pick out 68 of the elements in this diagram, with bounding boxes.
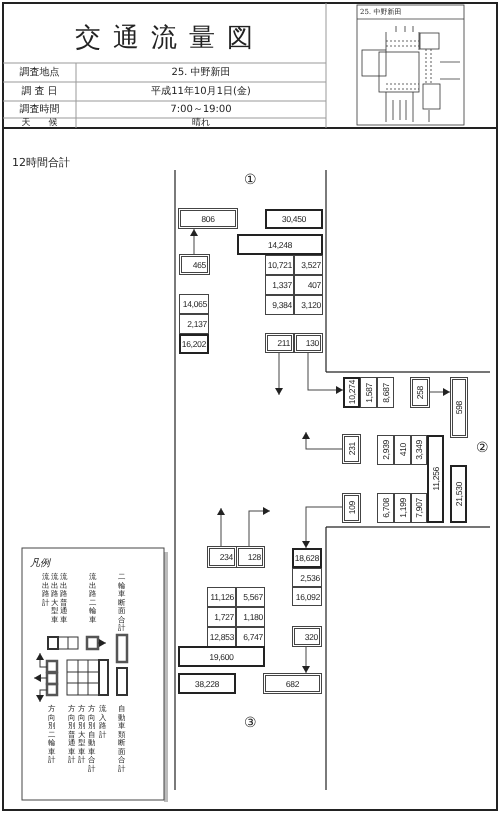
arrow <box>302 506 342 548</box>
approach-number: ① <box>244 172 257 188</box>
table-value: 平成11年10月1日(金) <box>150 84 252 99</box>
count-box: 806 <box>178 208 238 229</box>
count-box: 598 <box>450 377 468 438</box>
table-header: 調査時間 <box>18 102 60 117</box>
count-box: 5,567 <box>236 587 265 607</box>
approach-number: ② <box>476 440 489 456</box>
count-box: 2,536 <box>292 568 322 587</box>
legend-title: 凡例 <box>30 557 50 570</box>
approach-number: ③ <box>244 715 257 731</box>
title: 交通流量図 <box>75 22 255 55</box>
count-box: 6,747 <box>236 627 265 647</box>
arrow <box>302 646 310 674</box>
table-header: 調査地点 <box>18 66 60 80</box>
count-box: 9,384 <box>265 295 294 315</box>
table-value: 25. 中野新田 <box>170 66 232 80</box>
count-box: 1,727 <box>207 607 236 627</box>
count-box: 1,199 <box>394 493 411 523</box>
section-heading: 12時間合計 <box>12 155 70 170</box>
count-box: 231 <box>342 434 361 464</box>
count-box: 465 <box>179 254 210 275</box>
count-box: 3,349 <box>411 435 427 465</box>
table-header: 天 候 <box>20 118 58 128</box>
count-box: 407 <box>294 275 323 295</box>
count-box: 38,228 <box>178 673 236 694</box>
arrow <box>430 388 450 396</box>
arrow <box>190 228 198 254</box>
arrow <box>302 432 342 450</box>
count-box: 11,126 <box>207 587 236 607</box>
count-box: 130 <box>294 333 323 353</box>
arrow <box>308 352 344 394</box>
table-value: 晴れ <box>191 118 211 128</box>
count-box: 1,337 <box>265 275 294 295</box>
count-box: 2,939 <box>377 435 394 465</box>
count-box: 1,180 <box>236 607 265 627</box>
count-box: 10,274 <box>343 377 360 408</box>
count-box: 3,527 <box>294 255 323 275</box>
count-box: 1,587 <box>360 377 377 408</box>
count-box: 7,907 <box>411 493 427 523</box>
count-box: 3,120 <box>294 295 323 315</box>
count-box: 320 <box>292 626 322 647</box>
count-box: 109 <box>342 493 361 523</box>
count-box: 18,628 <box>292 548 322 568</box>
count-box: 128 <box>236 546 265 568</box>
count-box: 11,256 <box>427 435 444 523</box>
count-box: 16,092 <box>292 587 322 606</box>
arrow <box>248 507 270 546</box>
count-box: 14,065 <box>179 294 209 314</box>
count-box: 12,853 <box>207 627 236 647</box>
count-box: 30,450 <box>265 209 323 229</box>
count-box: 21,530 <box>450 465 467 523</box>
count-box: 258 <box>410 377 430 408</box>
arrow <box>217 508 225 546</box>
table-header: 調 査 日 <box>20 84 59 99</box>
count-box: 19,600 <box>178 646 265 667</box>
count-box: 16,202 <box>179 334 209 354</box>
count-box: 682 <box>263 673 322 694</box>
arrow <box>275 352 283 396</box>
count-box: 234 <box>207 546 237 568</box>
count-box: 8,687 <box>377 377 394 408</box>
count-box: 2,137 <box>179 314 209 334</box>
count-box: 211 <box>265 333 294 353</box>
count-box: 10,721 <box>265 255 294 275</box>
count-box: 410 <box>394 435 411 465</box>
table-value: 7:00～19:00 <box>169 103 233 117</box>
count-box: 6,708 <box>377 493 394 523</box>
count-box: 14,248 <box>237 234 323 255</box>
